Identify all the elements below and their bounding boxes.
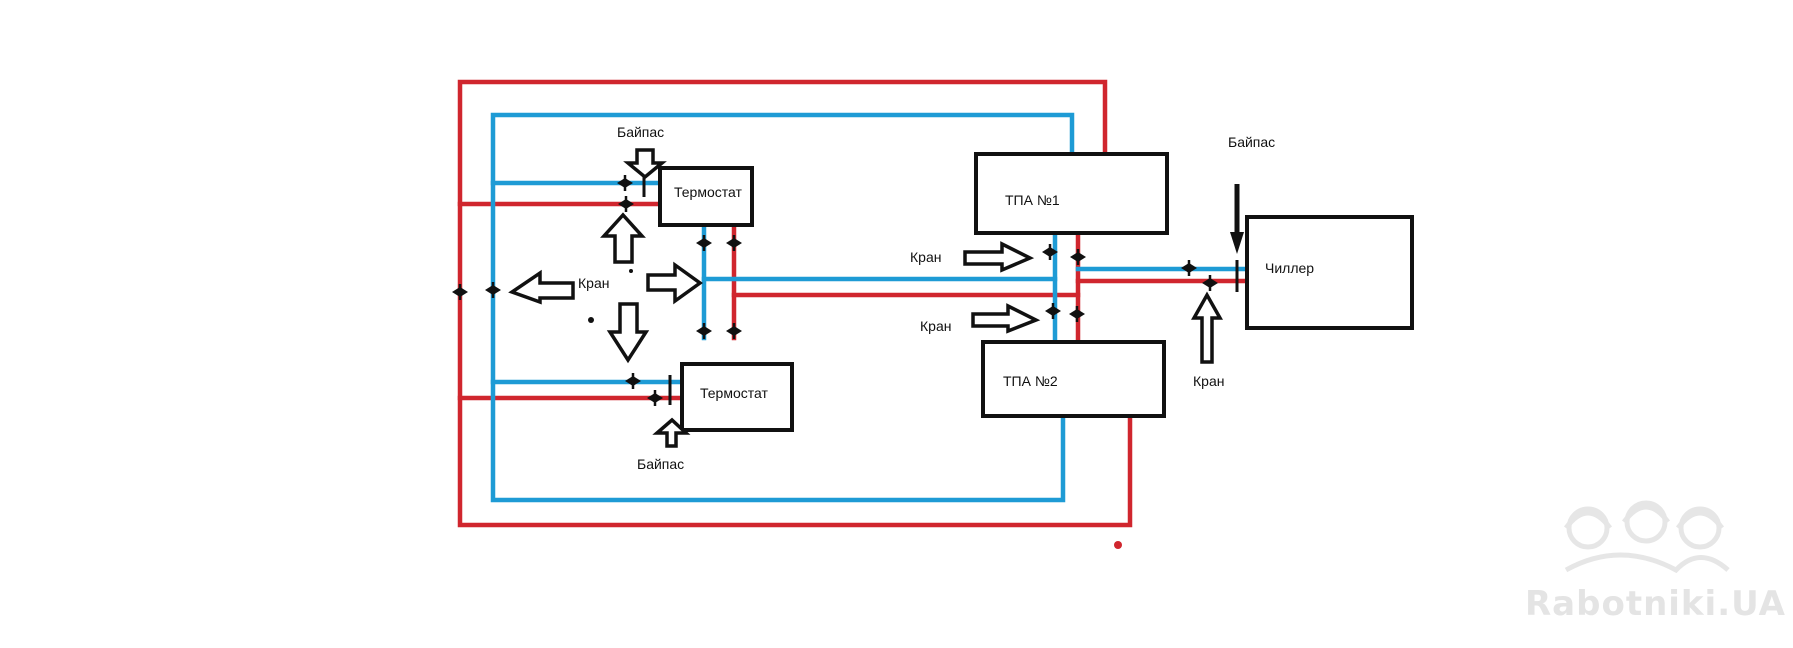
valve-icon xyxy=(724,233,744,253)
arrow-right-icon xyxy=(971,303,1041,334)
arrow-right-icon xyxy=(963,241,1035,273)
thermostat-bottom-box xyxy=(680,362,794,432)
valve-icon xyxy=(694,321,714,341)
arrow-up-icon xyxy=(652,417,691,448)
valve-icon xyxy=(1043,301,1063,321)
thermostat-top-box xyxy=(658,166,754,227)
arrow-down-icon xyxy=(606,302,650,364)
watermark-logo-icon xyxy=(1563,500,1730,574)
bypass-chiller-label: Байпас xyxy=(1228,134,1276,150)
chiller-box xyxy=(1245,215,1414,330)
stray-dot xyxy=(588,317,594,323)
valve-tpa1-label: Кран xyxy=(910,249,942,265)
valve-chiller-label: Кран xyxy=(1193,373,1225,389)
tpa2-box xyxy=(981,340,1166,418)
valve-icon xyxy=(694,233,714,253)
red-stub-dot xyxy=(1114,541,1122,549)
watermark-text: Rabotniki.UA xyxy=(1525,584,1786,624)
valve-icon xyxy=(623,371,643,391)
valve-icon xyxy=(1068,247,1088,267)
valve-icon xyxy=(615,173,635,193)
hot-pipes xyxy=(457,79,1250,528)
valve-icon xyxy=(450,282,470,302)
valve-icon xyxy=(1179,258,1199,278)
arrow-up-icon xyxy=(1191,291,1223,364)
arrow-left-icon xyxy=(508,269,575,305)
valve-icon xyxy=(1067,304,1087,324)
arrow-right-icon xyxy=(646,261,703,305)
outer-red-loop xyxy=(457,79,1133,528)
bypass-bottom-label: Байпас xyxy=(637,456,685,472)
thermostat-top-label: Термостат xyxy=(674,184,742,200)
arrow-up-icon xyxy=(600,212,646,264)
valve-icon xyxy=(724,321,744,341)
outer-blue-loop xyxy=(490,112,1075,503)
equipment xyxy=(658,152,1414,432)
tpa1-box xyxy=(974,152,1169,235)
valve-left-label: Кран xyxy=(578,275,610,291)
stray-dot xyxy=(629,269,633,273)
valve-icon xyxy=(645,388,665,408)
tpa1-label: ТПА №1 xyxy=(1005,192,1060,208)
tpa2-label: ТПА №2 xyxy=(1003,373,1058,389)
bypass-top-label: Байпас xyxy=(617,124,665,140)
chiller-label: Чиллер xyxy=(1265,260,1315,276)
valve-tpa2-label: Кран xyxy=(920,318,952,334)
valve-icon xyxy=(483,280,503,300)
valve-icon xyxy=(616,194,636,214)
arrows xyxy=(508,148,1223,448)
arrow-down-icon xyxy=(1230,232,1244,254)
thermostat-bottom-label: Термостат xyxy=(700,385,768,401)
arrow-down-icon xyxy=(623,148,667,180)
valve-icon xyxy=(1200,273,1220,293)
